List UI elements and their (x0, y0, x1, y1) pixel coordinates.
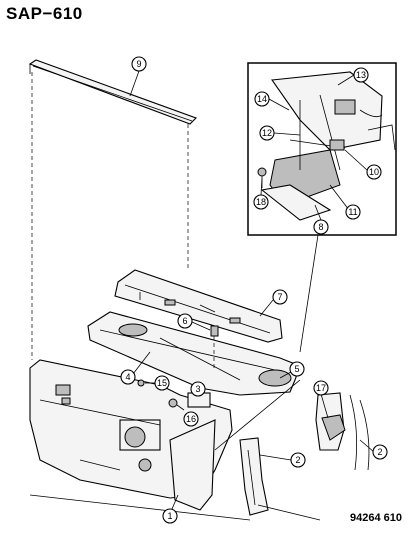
svg-text:3: 3 (195, 384, 200, 394)
svg-text:7: 7 (277, 292, 282, 302)
callout-11: 11 (329, 184, 361, 220)
callout-2-left: 2 (259, 452, 306, 468)
detail-inset (247, 62, 397, 236)
callout-14: 14 (254, 91, 290, 111)
cowl-top-panel (114, 269, 283, 343)
callout-12: 12 (259, 125, 301, 141)
callout-16: 16 (176, 404, 199, 427)
mount-bracket (321, 414, 346, 441)
callout-4: 4 (120, 351, 151, 385)
svg-text:12: 12 (262, 128, 272, 138)
callout-7: 7 (259, 289, 288, 317)
callout-18: 18 (253, 177, 269, 210)
svg-text:1: 1 (167, 511, 172, 521)
callout-3: 3 (190, 381, 206, 397)
svg-text:14: 14 (257, 94, 267, 104)
diagram-code: 94264 610 (350, 512, 402, 524)
svg-text:9: 9 (136, 59, 141, 69)
svg-text:2: 2 (377, 447, 382, 457)
svg-text:4: 4 (125, 372, 130, 382)
callout-2-right: 2 (359, 439, 388, 460)
svg-text:17: 17 (316, 383, 326, 393)
screw (137, 379, 145, 387)
callout-10: 10 (344, 149, 382, 180)
weatherstrip-seal (28, 59, 198, 360)
svg-text:8: 8 (318, 222, 323, 232)
callout-15: 15 (145, 375, 170, 391)
callout-9: 9 (129, 56, 147, 97)
svg-text:18: 18 (256, 197, 266, 207)
svg-text:2: 2 (295, 455, 300, 465)
svg-text:11: 11 (348, 207, 357, 217)
callout-6: 6 (177, 313, 211, 331)
svg-text:13: 13 (356, 70, 366, 80)
callout-13: 13 (337, 67, 369, 86)
callout-1: 1 (162, 494, 179, 524)
retainer-clip (210, 325, 219, 370)
svg-text:5: 5 (294, 364, 299, 374)
svg-text:6: 6 (182, 316, 187, 326)
svg-text:15: 15 (157, 378, 167, 388)
svg-text:10: 10 (369, 167, 379, 177)
side-bracket-left (239, 437, 269, 516)
callout-17: 17 (313, 380, 329, 419)
svg-text:16: 16 (186, 414, 196, 424)
callout-8: 8 (313, 204, 329, 235)
page-title: SAP−610 (6, 4, 83, 23)
nut (168, 398, 178, 408)
callout-5: 5 (279, 361, 305, 379)
